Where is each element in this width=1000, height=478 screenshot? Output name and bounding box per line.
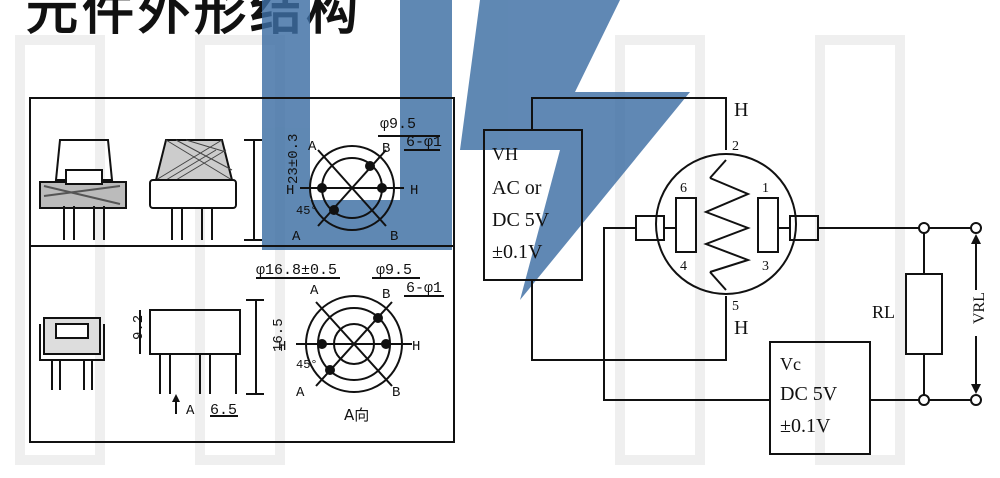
label-a-bottom-top: A [292,229,301,245]
pins-label-top: 6-φ1 [406,134,442,151]
arrow-up-icon [172,394,180,414]
vc-label: Vc [780,354,801,374]
sensor-mesh-view [149,139,262,241]
output-arrows [971,234,981,394]
dim-outer-label: φ16.8±0.5 [256,262,337,279]
label-b-top: B [382,141,390,157]
label-h-left-top: H [286,183,294,199]
pin-1-label: 1 [762,181,769,196]
label-h-right-bottom: H [412,339,420,355]
angle-label-bottom: 45° [296,358,318,372]
resistor-label: RL [872,302,895,322]
heater-top-label: H [734,99,748,121]
pin-5-label: 5 [732,299,739,314]
vh-dc-label: DC 5V [492,209,550,231]
heater-bottom-label: H [734,317,748,339]
label-a-top-bottom: A [310,283,319,299]
dim-total-label: 16.5 [271,318,287,352]
vc-dc-label: DC 5V [780,383,838,405]
circuit-wires [483,97,982,455]
dim-body-label: 9.2 [131,315,147,340]
output-voltage-label: VRL [971,292,988,324]
pin-circle-top [300,135,440,231]
pin-4-label: 4 [680,259,687,274]
ring-dia-label-top: φ9.5 [380,116,416,133]
label-a-bottom-bottom: A [296,385,305,401]
pin-circle-bottom [256,277,444,393]
vh-ac-label: AC or [492,177,542,199]
sensor-body-side [139,299,264,417]
ring-dia-label-bottom: φ9.5 [376,262,412,279]
arrow-a-label: A [186,403,195,419]
label-b-bottom-top: B [390,229,398,245]
label-a-top: A [308,139,317,155]
label-h-left-bottom: H [278,339,286,355]
label-b-bottom-bottom: B [392,385,400,401]
label-b-top-bottom: B [382,287,390,303]
sensor-cutaway-view [39,317,105,390]
pin-6-label: 6 [680,181,687,196]
dim-pin-label: 6.5 [210,402,237,419]
vc-tolerance-label: ±0.1V [780,415,831,437]
pins-label-bottom: 6-φ1 [406,280,442,297]
dim-height-label: 23±0.3 [286,134,302,184]
sensor-side-view [39,139,127,240]
direction-label: A向 [344,406,369,424]
pin-2-label: 2 [732,139,739,154]
vh-tolerance-label: ±0.1V [492,241,543,263]
pin-3-label: 3 [762,259,769,274]
drawing-panel [29,97,455,443]
label-h-right-top: H [410,183,418,199]
watermark-logo [262,0,690,300]
watermark-grid [15,35,905,465]
vh-label: VH [492,144,518,164]
angle-label-top: 45° [296,204,318,218]
